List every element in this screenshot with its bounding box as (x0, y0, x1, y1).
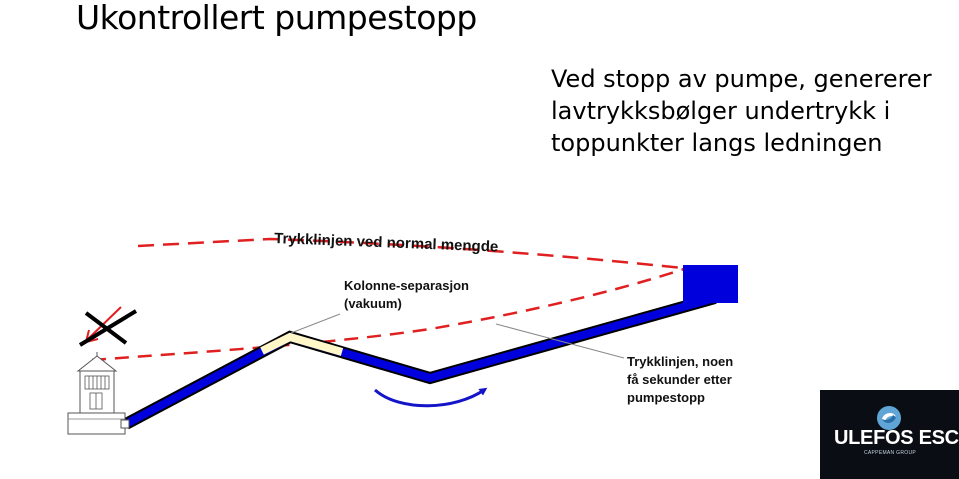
pump-station-icon (67, 352, 130, 435)
vacuum-leader-line (290, 313, 341, 334)
company-logo: ULEFOS ESCO CAPPEMAN GROUP (820, 390, 959, 479)
reservoir-icon (683, 265, 738, 303)
logo-wordmark: ULEFOS ESCO (834, 427, 959, 449)
stop-cross-icon (78, 306, 138, 347)
slide-title: Ukontrollert pumpestopp (76, 0, 477, 37)
after-stop-label: pumpestopp (627, 390, 705, 405)
after-stop-label: Trykklinjen, noen (627, 354, 733, 369)
normal-pressure-label: Trykklinjen ved normal mengde (274, 230, 499, 256)
after-stop-pressure-line (91, 267, 685, 362)
after-stop-label: få sekunder etter (627, 372, 732, 387)
description-text: Ved stopp av pumpe, genererer lavtrykksb… (551, 63, 951, 159)
after-stop-leader-line (495, 323, 625, 359)
logo-mark-icon (877, 406, 901, 430)
description-line: Ved stopp av pumpe, genererer (551, 65, 932, 93)
column-separation-label: Kolonne-separasjon (344, 278, 469, 293)
description-line: lavtrykksbølger undertrykk i (551, 97, 891, 125)
logo-tagline: CAPPEMAN GROUP (864, 450, 916, 456)
normal-pressure-line (137, 237, 683, 270)
column-separation-label-sub: (vakuum) (344, 296, 402, 311)
flow-direction-arrow-icon (374, 387, 488, 408)
description-line: toppunkter langs ledningen (551, 129, 883, 157)
vacuum-section (260, 332, 344, 356)
pipeline (124, 294, 717, 428)
